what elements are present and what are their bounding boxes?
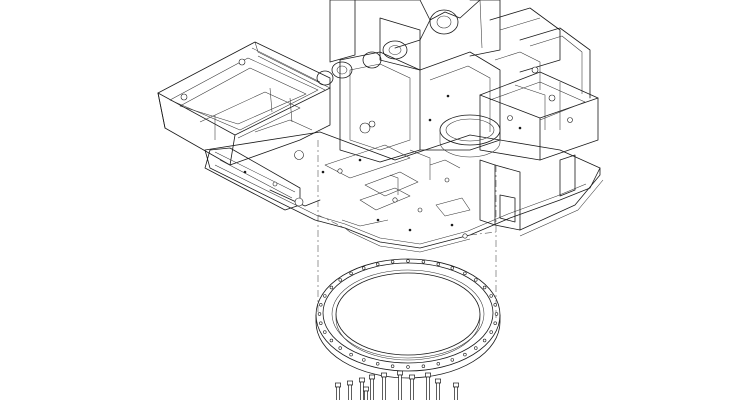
ring-bolt-hole — [482, 285, 487, 290]
mounting-bolt — [359, 377, 365, 400]
ring-bolt-hole — [494, 312, 499, 316]
ring-bolt-hole — [329, 285, 334, 290]
ring-bolt-hole — [323, 294, 327, 298]
ring-bolt-hole — [421, 364, 426, 368]
ring-bolt-hole — [390, 260, 395, 264]
ring-bolt-hole — [406, 259, 410, 263]
rear-skirt — [519, 167, 601, 231]
mounting-bolt — [335, 382, 341, 400]
ring-bolt-hole — [421, 260, 426, 264]
ring-bolt-hole — [376, 262, 380, 266]
ring-bolt-hole — [349, 271, 353, 276]
ring-bolt-hole — [436, 262, 440, 266]
ring-bolt-hole — [493, 303, 497, 307]
front-ramp — [204, 147, 321, 211]
ring-bolt-hole — [450, 358, 454, 362]
ring-bolt-hole — [329, 338, 334, 343]
ring-bolt-hole — [474, 278, 478, 282]
ring-bolt-holes — [317, 259, 499, 369]
ring-bolt-hole — [323, 330, 327, 334]
ring-bolt-hole — [463, 352, 467, 357]
boom-foot-tower — [316, 0, 561, 163]
ring-bolt-hole — [317, 312, 322, 316]
ring-bolt-hole — [450, 266, 454, 270]
ring-bolt-hole — [319, 303, 323, 307]
deck-plate — [204, 131, 601, 249]
deck-swing-opening — [439, 114, 501, 158]
slewing-bearing-ring — [315, 258, 501, 379]
ring-bolt-hole — [319, 321, 323, 325]
mounting-bolts — [335, 370, 459, 400]
ring-bolt-hole — [493, 321, 497, 325]
ring-bolt-hole — [376, 362, 380, 366]
ring-bolt-hole — [362, 266, 366, 270]
mounting-bolt — [363, 386, 369, 400]
mounting-bolt — [425, 372, 431, 400]
ring-bolt-hole — [406, 365, 410, 369]
ring-bolt-hole — [390, 364, 395, 368]
upper-frame — [157, 0, 604, 253]
ring-bolt-hole — [489, 330, 493, 334]
mounting-bolt — [397, 370, 403, 400]
ring-bolt-hole — [349, 352, 353, 357]
mounting-bolt — [435, 378, 441, 400]
ring-bolt-hole — [463, 271, 467, 276]
right-side-box — [479, 27, 599, 231]
mounting-bolt — [347, 380, 353, 400]
mounting-bolt — [369, 374, 375, 400]
left-side-box — [157, 41, 376, 166]
ring-bolt-hole — [362, 358, 366, 362]
mounting-bolt — [453, 382, 459, 400]
ring-bolt-hole — [436, 362, 440, 366]
mounting-bolt — [381, 372, 387, 400]
ring-bolt-hole — [338, 278, 342, 282]
mounting-bolt — [409, 374, 415, 400]
ring-bolt-hole — [474, 346, 478, 350]
deck-details — [243, 94, 522, 239]
ring-bolt-hole — [482, 338, 487, 343]
ring-bolt-hole — [489, 294, 493, 298]
ring-bolt-hole — [338, 346, 342, 350]
explode-lines — [317, 140, 497, 318]
